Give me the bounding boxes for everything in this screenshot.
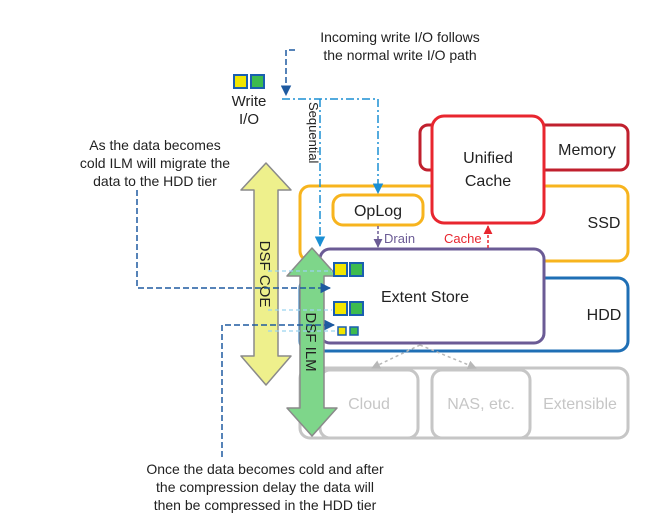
incoming-leader	[280, 49, 295, 97]
cold-ilm-leader	[136, 190, 332, 294]
cloud-label: Cloud	[348, 396, 390, 413]
sequential-label: Sequential	[306, 102, 321, 164]
memory-label: Memory	[558, 142, 616, 159]
oplog-label: OpLog	[354, 203, 402, 220]
dsf-coe-arrow	[240, 162, 292, 386]
unified-cache-label-line2: Cache	[465, 173, 511, 190]
extent-data-block-2	[333, 301, 364, 316]
nas-label: NAS, etc.	[447, 396, 515, 413]
incoming-note-line1: Incoming write I/O follows	[320, 29, 480, 45]
hdd-label: HDD	[587, 307, 622, 324]
incoming-note-line2: the normal write I/O path	[323, 47, 476, 63]
cold-note-line1: As the data becomes	[89, 137, 221, 153]
compress-note-line1: Once the data becomes cold and after	[146, 461, 384, 477]
ssd-label: SSD	[588, 215, 621, 232]
extent-data-block-compressed	[337, 326, 359, 336]
drain-label: Drain	[384, 231, 415, 246]
unified-cache-label-line1: Unified	[463, 150, 513, 167]
extensible-label: Extensible	[543, 396, 617, 413]
dsf-coe-label: DSF COE	[256, 241, 273, 308]
cache-label: Cache	[444, 231, 482, 246]
compress-note-line2: the compression delay the data will	[156, 479, 374, 495]
dsf-ilm-arrow	[286, 247, 338, 437]
write-io-label-line2: I/O	[239, 111, 259, 128]
compress-note-line3: then be compressed in the HDD tier	[154, 497, 377, 513]
extent-to-cloud-arrow	[371, 344, 421, 369]
oplog-box	[331, 193, 425, 227]
compression-leader	[221, 319, 336, 457]
cold-note-line2: cold ILM will migrate the	[80, 155, 230, 171]
write-io-label-line1: Write	[232, 93, 267, 110]
unified-cache-box	[430, 114, 546, 225]
extent-data-block-1	[333, 262, 364, 277]
cold-note-line3: data to the HDD tier	[93, 173, 217, 189]
dsf-ilm-label: DSF ILM	[302, 312, 319, 371]
write-io-data-icon	[233, 74, 265, 89]
nas-box	[430, 368, 532, 440]
extent-store-label: Extent Store	[381, 289, 469, 306]
extent-to-nas-arrow	[419, 344, 477, 370]
